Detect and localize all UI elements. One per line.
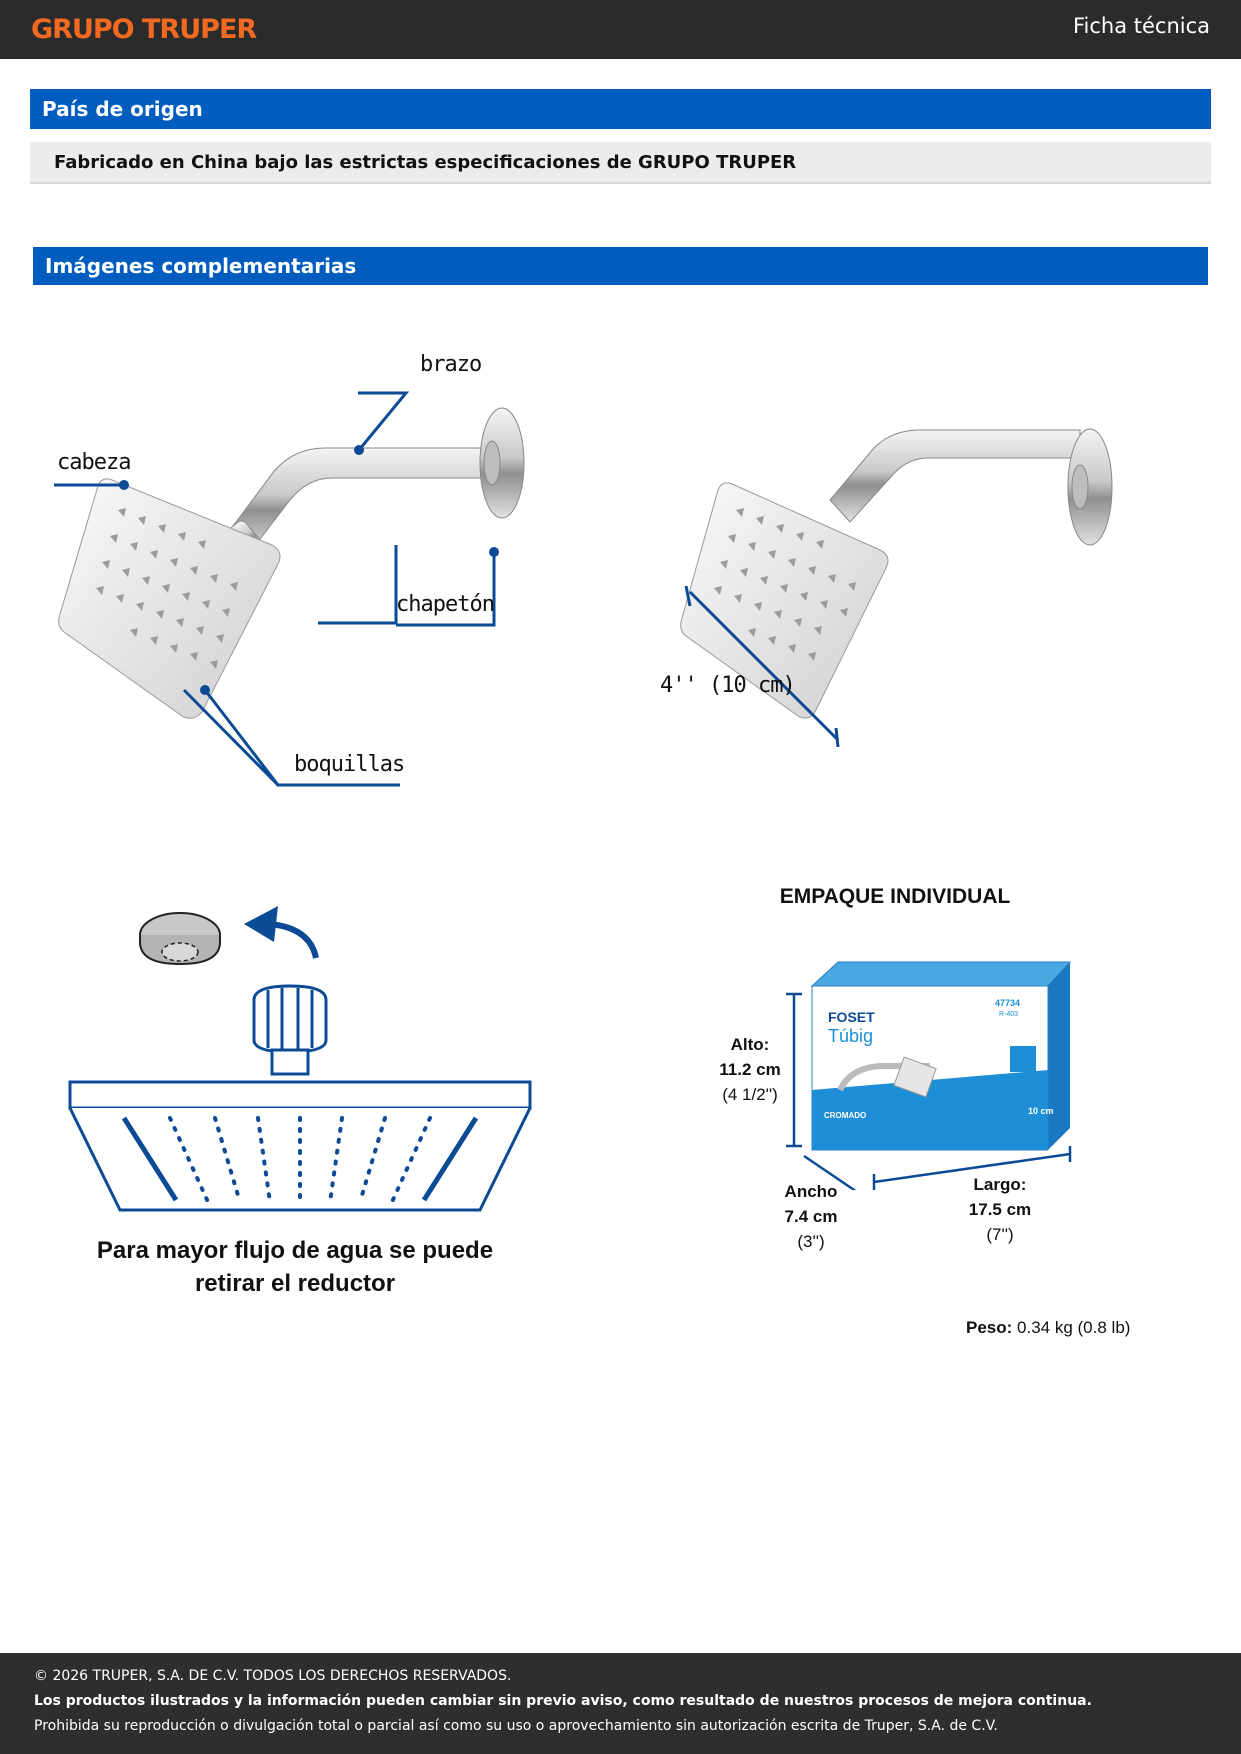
width-cm: 7.4 cm — [784, 1207, 838, 1226]
height-label: Alto: — [730, 1035, 770, 1054]
box-finish: CROMADO — [824, 1111, 866, 1120]
label-dimension: 4'' (10 cm) — [660, 673, 796, 698]
package-weight: Peso: 0.34 kg (0.8 lb) — [966, 1318, 1130, 1338]
weight-value: 0.34 kg (0.8 lb) — [1017, 1318, 1131, 1337]
length-cm: 17.5 cm — [968, 1200, 1032, 1219]
package-length: Largo: 17.5 cm (7'') — [940, 1172, 1060, 1247]
width-in: (3'') — [797, 1232, 825, 1251]
box-line: Túbig — [828, 1026, 873, 1046]
box-model: R-403 — [999, 1011, 1018, 1018]
reducer-icon — [139, 912, 221, 966]
label-chapeton: chapetón — [396, 592, 495, 617]
shower-dimension-diagram — [680, 428, 1113, 748]
footer-disclaimer: Los productos ilustrados y la informació… — [34, 1693, 1092, 1709]
label-brazo: brazo — [420, 352, 482, 377]
shower-parts-diagram — [54, 391, 525, 787]
width-label: Ancho — [784, 1182, 838, 1201]
label-cabeza: cabeza — [57, 450, 131, 475]
package-box-front: FOSET Túbig 47734 R-403 CROMADO 10 cm — [824, 998, 1054, 1120]
length-in: (7'') — [986, 1225, 1014, 1244]
top-bar: GRUPO TRUPER Ficha técnica — [0, 0, 1241, 59]
images-section-title: Imágenes complementarias — [33, 247, 1208, 285]
remove-arrow-icon — [244, 906, 319, 959]
shower-head-image — [58, 407, 525, 719]
brand-logo: GRUPO TRUPER — [31, 14, 257, 45]
reducer-note-line-1: Para mayor flujo de agua se puede — [96, 1237, 494, 1264]
footer: © 2026 TRUPER, S.A. DE C.V. TODOS LOS DE… — [0, 1653, 1241, 1754]
box-code: 47734 — [995, 998, 1020, 1008]
document-type: Ficha técnica — [1072, 14, 1210, 38]
footer-copyright: © 2026 TRUPER, S.A. DE C.V. TODOS LOS DE… — [34, 1668, 512, 1684]
origin-section-title: País de origen — [30, 89, 1211, 129]
origin-text: Fabricado en China bajo las estrictas es… — [30, 142, 1211, 184]
height-cm: 11.2 cm — [719, 1060, 781, 1079]
reducer-note: Para mayor flujo de agua se puede retira… — [60, 1234, 530, 1300]
package-box-image: FOSET Túbig 47734 R-403 CROMADO 10 cm — [786, 961, 1072, 1190]
package-title: EMPAQUE INDIVIDUAL — [779, 885, 1011, 908]
height-in: (4 1/2'') — [722, 1085, 778, 1104]
reducer-note-line-2: retirar el reductor — [194, 1270, 396, 1297]
length-label: Largo: — [973, 1175, 1027, 1194]
package-height: Alto: 11.2 cm (4 1/2'') — [700, 1032, 800, 1107]
weight-label: Peso: — [966, 1318, 1013, 1337]
footer-rights: Prohibida su reproducción o divulgación … — [34, 1718, 998, 1734]
reducer-diagram — [68, 906, 532, 1212]
label-boquillas: boquillas — [294, 752, 405, 777]
box-brand: FOSET — [828, 1009, 875, 1025]
box-size: 10 cm — [1028, 1106, 1054, 1116]
package-width: Ancho 7.4 cm (3'') — [761, 1179, 861, 1254]
